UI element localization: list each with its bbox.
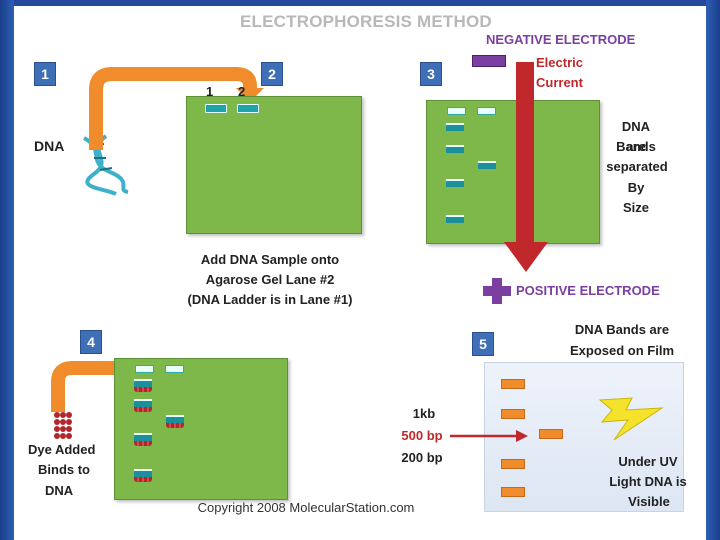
uv-text-line-1: Under UV: [618, 454, 678, 469]
ladder-band: [446, 145, 464, 153]
step-3-badge: 3: [420, 62, 442, 86]
positive-electrode-icon: [483, 278, 511, 304]
step-3-text-line-4: By: [627, 180, 645, 195]
gel-step-4: [114, 358, 288, 500]
step-1-badge: 1: [34, 62, 56, 86]
step-5-header-line-2: Exposed on Film: [569, 343, 674, 358]
dna-label: DNA: [34, 138, 65, 154]
well-lane-2: [477, 107, 496, 115]
electric-current-line-2: Current: [536, 75, 583, 90]
step-2-caption-line-3: (DNA Ladder is in Lane #1): [187, 292, 353, 307]
sample-band: [478, 161, 496, 169]
negative-electrode-label: NEGATIVE ELECTRODE: [486, 32, 636, 47]
negative-electrode-icon: [472, 55, 506, 67]
step-3-text-line-2: are: [626, 139, 646, 154]
copyright-text: Copyright 2008 MolecularStation.com: [197, 500, 415, 515]
uv-text-line-3: Visible: [628, 494, 670, 509]
film-sample-band: [539, 429, 563, 439]
dye-text-line-2: Binds to: [38, 462, 90, 477]
ladder-band: [446, 123, 464, 131]
ladder-band: [446, 179, 464, 187]
ladder-label-500bp: 500 bp: [401, 428, 443, 443]
top-frame-bar: [0, 0, 720, 6]
dye-text-line-3: DNA: [45, 483, 74, 498]
step-4-badge: 4: [80, 330, 102, 354]
stained-ladder-band: [134, 469, 152, 482]
step-2-caption-line-1: Add DNA Sample onto: [200, 252, 340, 267]
ladder-band: [446, 215, 464, 223]
film-ladder-band: [501, 379, 525, 389]
transfer-arrow-icon: [89, 67, 264, 150]
step-2-badge: 2: [261, 62, 283, 86]
electric-current-line-1: Electric: [536, 55, 583, 70]
stained-ladder-band: [134, 379, 152, 392]
film-ladder-band: [501, 409, 525, 419]
well-lane-2: [165, 365, 184, 373]
pointer-arrow-icon: [450, 430, 528, 442]
stained-ladder-band: [134, 433, 152, 446]
well-lane-1: [447, 107, 466, 115]
step-3-text-line-1: DNA Bands: [616, 119, 656, 154]
ladder-label-200bp: 200 bp: [401, 450, 443, 465]
left-frame-bar: [0, 0, 14, 540]
lane-2-number: 2: [238, 84, 246, 99]
uv-lightning-icon: [598, 397, 664, 441]
step-3-text-line-5: Size: [622, 200, 649, 215]
electric-current-arrow-icon: [504, 62, 548, 272]
stained-sample-band: [166, 415, 184, 428]
gel-step-2: [186, 96, 362, 234]
positive-electrode-label: POSITIVE ELECTRODE: [516, 283, 660, 298]
stained-ladder-band: [134, 399, 152, 412]
right-frame-bar: [706, 0, 720, 540]
dye-text-line-1: Dye Added: [28, 442, 96, 457]
uv-text-line-2: Light DNA is: [609, 474, 687, 489]
step-5-badge: 5: [472, 332, 494, 356]
well-lane-2: [237, 104, 259, 113]
well-lane-1: [205, 104, 227, 113]
step-2-caption-line-2: Agarose Gel Lane #2: [205, 272, 335, 287]
step-3-text-line-3: separated: [606, 159, 668, 174]
dye-molecules-icon: [54, 412, 72, 439]
page-title: ELECTROPHORESIS METHOD: [240, 12, 492, 31]
ladder-label-1kb: 1kb: [412, 406, 436, 421]
well-lane-1: [135, 365, 154, 373]
gel-step-3: [426, 100, 600, 244]
lane-1-number: 1: [206, 84, 214, 99]
film-ladder-band: [501, 487, 525, 497]
film-ladder-band: [501, 459, 525, 469]
top-background: [0, 0, 720, 48]
step-5-header-line-1: DNA Bands are: [574, 322, 670, 337]
